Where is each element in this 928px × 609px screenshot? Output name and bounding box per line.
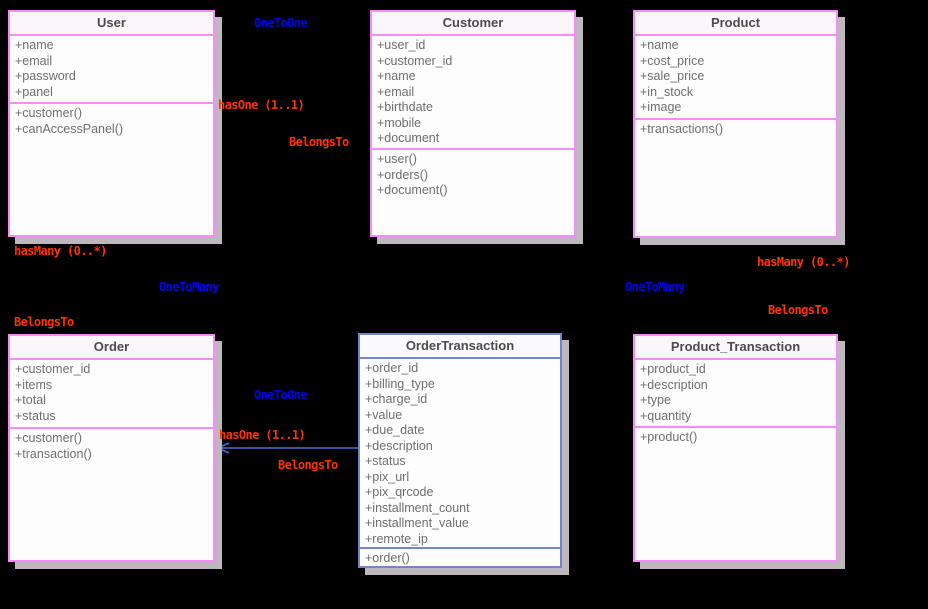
methods-compartment: +order() — [360, 549, 560, 566]
class-box-user: User+name+email+password+panel+customer(… — [8, 10, 215, 237]
attribute-item: +pix_qrcode — [365, 485, 434, 499]
method-item: +orders() — [377, 167, 429, 182]
arrowhead-icon — [736, 241, 748, 255]
attribute-item: +cost_price — [640, 53, 705, 68]
attribute-item: +description — [365, 438, 433, 453]
attribute-item: +customer_id — [377, 53, 453, 68]
attribute-item: +user_id — [377, 38, 426, 52]
attribute-item: +description — [640, 377, 708, 392]
method-item: +order() — [365, 551, 410, 565]
relationship-label: hasMany (0..*) — [757, 255, 850, 269]
attribute-item: +status — [15, 408, 56, 423]
arrowhead-icon — [217, 117, 231, 129]
method-item: +customer() — [15, 106, 83, 120]
class-box-customer: Customer+user_id+customer_id+name+email+… — [370, 10, 576, 237]
attribute-item: +mobile — [377, 115, 422, 130]
attribute-item: +password — [15, 69, 76, 83]
attribute-item: +name — [15, 38, 54, 52]
attribute-item: +customer_id — [15, 362, 91, 376]
arrowhead-icon — [113, 241, 125, 255]
attribute-item: +remote_ip — [365, 531, 428, 546]
attribute-item: +email — [15, 53, 53, 68]
attributes-compartment: +user_id+customer_id+name+email+birthdat… — [372, 36, 574, 150]
attributes-compartment: +name+email+password+panel — [10, 36, 213, 104]
class-title-product-transaction: Product_Transaction — [635, 336, 836, 360]
ordertransaction-to-order-arrow — [216, 442, 358, 454]
relationship-label: OneToMany — [625, 280, 685, 294]
attribute-item: +document — [377, 131, 440, 145]
attributes-compartment: +order_id+billing_type+charge_id+value+d… — [360, 359, 560, 549]
class-box-product-transaction: Product_Transaction+product_id+descripti… — [633, 334, 838, 562]
relationship-label: OneToOne — [254, 16, 308, 30]
relationship-label: BelongsTo — [289, 135, 349, 149]
method-item: +user() — [377, 152, 417, 166]
methods-compartment: +customer()+canAccessPanel() — [10, 104, 213, 235]
class-box-order-transaction: OrderTransaction+order_id+billing_type+c… — [358, 333, 562, 568]
class-title-order: Order — [10, 336, 213, 360]
attribute-item: +pix_url — [365, 469, 410, 484]
method-item: +customer() — [15, 431, 83, 445]
relationship-label: hasOne (1..1) — [219, 428, 306, 442]
order-to-user-arrow — [113, 241, 125, 334]
attribute-item: +name — [640, 38, 679, 52]
attribute-item: +order_id — [365, 361, 419, 375]
method-item: +transactions() — [640, 122, 724, 136]
class-title-product: Product — [635, 12, 836, 36]
relationship-label: BelongsTo — [768, 303, 828, 317]
attributes-compartment: +customer_id+items+total+status — [10, 360, 213, 429]
methods-compartment: +transactions() — [635, 120, 836, 236]
class-title-user: User — [10, 12, 213, 36]
arrowhead-icon — [216, 442, 230, 454]
attributes-compartment: +product_id+description+type+quantity — [635, 360, 836, 428]
attribute-item: +product_id — [640, 362, 706, 376]
attribute-item: +due_date — [365, 423, 425, 437]
relationship-label: OneToMany — [159, 280, 219, 294]
method-item: +transaction() — [15, 446, 92, 461]
producttransaction-to-product-arrow — [736, 241, 748, 334]
attribute-item: +sale_price — [640, 69, 705, 83]
attribute-item: +email — [377, 84, 415, 99]
class-title-customer: Customer — [372, 12, 574, 36]
method-item: +canAccessPanel() — [15, 121, 124, 136]
attributes-compartment: +name+cost_price+sale_price+in_stock+ima… — [635, 36, 836, 120]
attribute-item: +panel — [15, 84, 53, 99]
attribute-item: +quantity — [640, 408, 692, 423]
class-box-product: Product+name+cost_price+sale_price+in_st… — [633, 10, 838, 238]
methods-compartment: +customer()+transaction() — [10, 429, 213, 560]
attribute-item: +installment_value — [365, 516, 469, 530]
attribute-item: +in_stock — [640, 84, 694, 99]
attribute-item: +type — [640, 393, 671, 407]
customer-to-user-arrow — [217, 117, 370, 129]
attribute-item: +birthdate — [377, 100, 433, 114]
relationship-label: OneToOne — [254, 388, 308, 402]
methods-compartment: +user()+orders()+document() — [372, 150, 574, 235]
class-box-order: Order+customer_id+items+total+status+cus… — [8, 334, 215, 562]
methods-compartment: +product() — [635, 428, 836, 560]
attribute-item: +value — [365, 407, 403, 422]
attribute-item: +billing_type — [365, 376, 435, 391]
attribute-item: +items — [15, 377, 53, 392]
attribute-item: +total — [15, 393, 46, 407]
attribute-item: +charge_id — [365, 392, 428, 406]
relationship-label: BelongsTo — [14, 315, 74, 329]
class-title-order-transaction: OrderTransaction — [360, 335, 560, 359]
relationship-label: BelongsTo — [278, 458, 338, 472]
method-item: +document() — [377, 183, 448, 197]
relationship-label: hasOne (1..1) — [218, 98, 305, 112]
attribute-item: +name — [377, 69, 416, 83]
relationship-label: hasMany (0..*) — [14, 244, 107, 258]
attribute-item: +image — [640, 100, 682, 114]
attribute-item: +status — [365, 454, 406, 468]
method-item: +product() — [640, 430, 698, 444]
attribute-item: +installment_count — [365, 500, 470, 515]
